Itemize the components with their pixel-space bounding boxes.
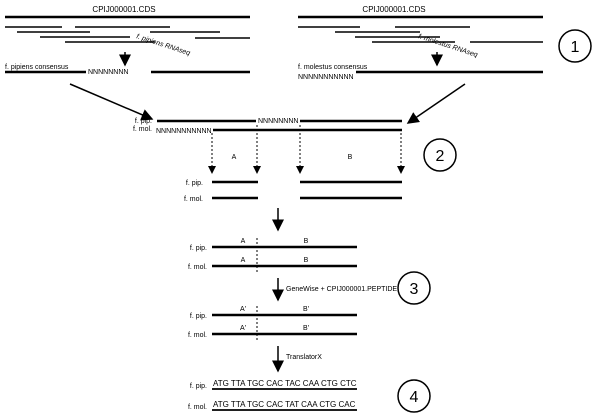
seq-label-mol: f. mol.: [188, 404, 207, 411]
prime-label-mol: f. mol.: [188, 332, 207, 339]
translatorx-label: TranslatorX: [286, 354, 322, 361]
left-cds-label: CPIJ000001.CDS: [92, 5, 155, 14]
prime-b-label-pip: B': [303, 306, 309, 313]
right-consensus-label: f. molestus consensus: [298, 64, 368, 71]
step-1-circle: [558, 29, 592, 63]
converge-arrow-left: [69, 83, 154, 121]
split-label-pip: f. pip.: [186, 180, 203, 187]
joined-a-label-mol: A: [241, 257, 246, 264]
prime-a-label-mol: A': [240, 325, 246, 332]
prime-a-label-pip: A': [240, 306, 246, 313]
right-rnaseq-label: f. molestus RNAseq: [417, 33, 478, 59]
segment-a-label: A: [232, 154, 237, 161]
right-cds-label: CPIJ000001.CDS: [362, 5, 425, 14]
align-pip-ns: NNNNNNNN: [258, 118, 298, 125]
step-4-number: 4: [410, 389, 419, 406]
align-mol-ns: NNNNNNNNNNN: [156, 128, 212, 135]
seq-label-pip: f. pip.: [190, 383, 207, 390]
left-rnaseq-label: f. pipiens RNAseq: [135, 33, 191, 57]
joined-label-mol: f. mol.: [188, 264, 207, 271]
step-2-circle: [423, 138, 457, 172]
align-label-pip: f. pip.: [135, 118, 152, 125]
right-rnaseq-reads: [298, 26, 543, 43]
align-label-mol: f. mol.: [133, 126, 152, 133]
left-consensus-label: f. pipiens consensus: [5, 64, 69, 71]
seq-pip: ATG TTA TGC CAC TAC CAA CTG CTC: [213, 379, 357, 388]
joined-a-label-pip: A: [241, 238, 246, 245]
left-consensus-ns: NNNNNNNN: [88, 69, 128, 76]
joined-label-pip: f. pip.: [190, 245, 207, 252]
genewise-label: GeneWise + CPIJ000001.PEPTIDE: [286, 286, 397, 293]
seq-mol: ATG TTA TGC CAC TAT CAA CTG CAC: [213, 400, 356, 409]
prime-b-label-mol: B': [303, 325, 309, 332]
joined-b-label-pip: B: [304, 238, 309, 245]
step-3-circle: [397, 271, 431, 305]
left-rnaseq-reads: [5, 26, 250, 43]
prime-label-pip: f. pip.: [190, 313, 207, 320]
step-1-number: 1: [571, 39, 580, 56]
converge-arrow-right: [406, 83, 466, 124]
step-2-number: 2: [436, 148, 445, 165]
step-3-number: 3: [410, 281, 419, 298]
joined-b-label-mol: B: [304, 257, 309, 264]
cut-arrows: [208, 125, 405, 174]
step-4-circle: [397, 379, 431, 413]
split-label-mol: f. mol.: [184, 196, 203, 203]
segment-b-label: B: [348, 154, 353, 161]
right-consensus-ns: NNNNNNNNNNN: [298, 74, 354, 81]
